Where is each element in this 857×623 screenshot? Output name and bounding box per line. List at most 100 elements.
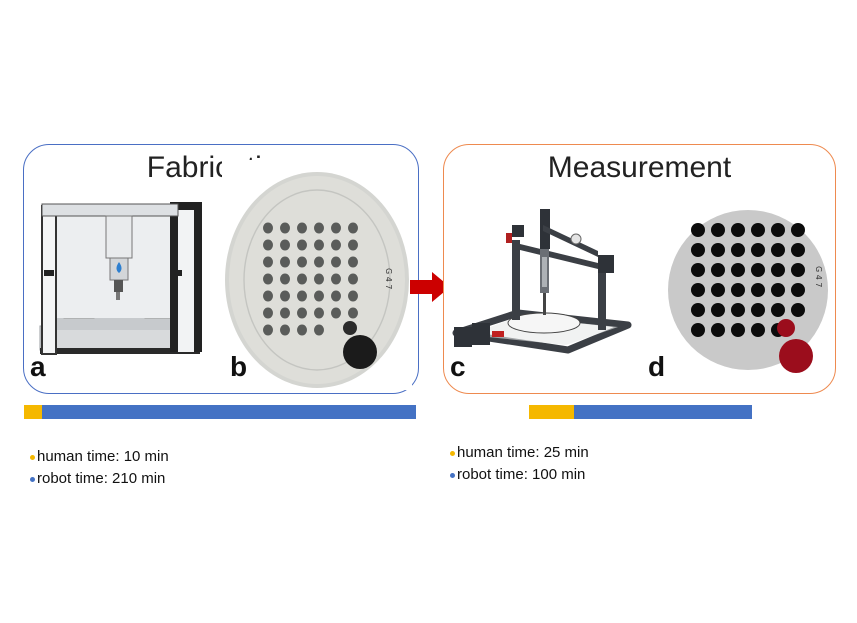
panel-label-a: a xyxy=(30,351,46,382)
wafer-d-device xyxy=(751,303,765,317)
wafer-d-device xyxy=(691,303,705,317)
measurement-human-time-label: human time: 25 min xyxy=(457,444,589,461)
wafer-d-device xyxy=(731,243,745,257)
wafer-d-device xyxy=(771,283,785,297)
wafer-b-device xyxy=(263,222,273,234)
fabrication-human-time-bar xyxy=(24,405,42,419)
wafer-b-device xyxy=(280,307,290,319)
fabrication-robot-time-label: robot time: 210 min xyxy=(37,470,166,487)
fabrication-time-legend: human time: 10 min robot time: 210 min xyxy=(30,446,169,490)
wafer-b-device xyxy=(297,324,307,336)
wafer-d-device xyxy=(751,323,765,337)
wafer-b-device xyxy=(297,290,307,302)
wafer-b-device xyxy=(263,273,273,285)
wafer-b-device xyxy=(314,307,324,319)
wafer-d-device xyxy=(751,223,765,237)
measurement-time-legend: human time: 25 min robot time: 100 min xyxy=(450,442,589,486)
wafer-d-device xyxy=(771,303,785,317)
wafer-b-device xyxy=(314,256,324,268)
legend-row-robot: robot time: 210 min xyxy=(30,468,169,490)
measurement-robot-time-label: robot time: 100 min xyxy=(457,466,586,483)
wafer-d-device xyxy=(791,263,805,277)
human-time-dot xyxy=(30,454,35,460)
wafer-d-device xyxy=(731,303,745,317)
wafer-d-label: G 4 7 xyxy=(814,266,823,287)
robot-time-dot xyxy=(450,472,455,478)
wafer-b-device xyxy=(331,222,341,234)
wafer-b-device xyxy=(263,290,273,302)
wafer-b-device xyxy=(280,256,290,268)
wafer-d-device xyxy=(711,323,725,337)
wafer-b-device xyxy=(331,307,341,319)
wafer-d-device xyxy=(791,283,805,297)
measurement-robot-time-bar xyxy=(573,405,752,419)
wafer-d-device xyxy=(751,283,765,297)
wafer-b-label: G 4 7 xyxy=(384,268,393,289)
wafer-d-device xyxy=(791,243,805,257)
wafer-b-device xyxy=(314,290,324,302)
wafer-b-device xyxy=(331,273,341,285)
wafer-b-device xyxy=(263,239,273,251)
fabrication-human-time-label: human time: 10 min xyxy=(37,448,169,465)
legend-row-human: human time: 25 min xyxy=(450,442,589,464)
measurement-title: Measurement xyxy=(547,151,732,184)
wafer-b-device xyxy=(280,273,290,285)
liquid-handling-robot-image xyxy=(39,202,202,355)
wafer-b-device xyxy=(280,290,290,302)
wafer-d-device xyxy=(691,223,705,237)
right-arrow-icon xyxy=(410,272,450,302)
wafer-d-device xyxy=(771,263,785,277)
wafer-b-device xyxy=(263,324,273,336)
wafer-d-device xyxy=(711,283,725,297)
legend-row-human: human time: 10 min xyxy=(30,446,169,468)
wafer-b-device xyxy=(297,239,307,251)
measurement-map-image: G 4 7 xyxy=(668,210,828,373)
wafer-b-device xyxy=(314,239,324,251)
wafer-d-device xyxy=(711,223,725,237)
wafer-b-device xyxy=(348,290,358,302)
measurement-human-time-bar xyxy=(529,405,574,419)
legend-row-robot: robot time: 100 min xyxy=(450,464,589,486)
panel-label-c: c xyxy=(450,351,466,382)
wafer-d-device xyxy=(711,243,725,257)
wafer-b-device xyxy=(348,273,358,285)
wafer-b-device xyxy=(297,256,307,268)
wafer-b-device xyxy=(263,307,273,319)
wafer-b-device xyxy=(280,239,290,251)
wafer-b-device xyxy=(280,222,290,234)
fabricated-wafer-image: G 4 7 xyxy=(222,160,412,390)
wafer-b-device xyxy=(348,239,358,251)
wafer-d-device xyxy=(711,263,725,277)
wafer-b-device xyxy=(297,222,307,234)
wafer-b-device xyxy=(348,307,358,319)
wafer-d-device xyxy=(731,283,745,297)
panel-label-d: d xyxy=(648,351,666,382)
wafer-b-device xyxy=(314,222,324,234)
wafer-d-device xyxy=(751,263,765,277)
wafer-b-device xyxy=(314,273,324,285)
measurement-robot-image xyxy=(452,209,632,354)
fabrication-robot-time-bar xyxy=(41,405,416,419)
wafer-d-device xyxy=(751,243,765,257)
wafer-d-device xyxy=(691,263,705,277)
wafer-b-device xyxy=(263,256,273,268)
wafer-b-device xyxy=(297,307,307,319)
wafer-d-device xyxy=(771,243,785,257)
wafer-d-device xyxy=(791,303,805,317)
wafer-b-device xyxy=(331,256,341,268)
wafer-d-device xyxy=(731,323,745,337)
wafer-d-device xyxy=(691,283,705,297)
wafer-b-device xyxy=(331,239,341,251)
robot-time-dot xyxy=(30,476,35,482)
wafer-d-device xyxy=(771,223,785,237)
wafer-b-device xyxy=(314,324,324,336)
human-time-dot xyxy=(450,450,455,456)
wafer-d-device xyxy=(691,243,705,257)
wafer-b-device xyxy=(348,256,358,268)
wafer-d-device xyxy=(711,303,725,317)
wafer-b-device xyxy=(297,273,307,285)
wafer-d-device xyxy=(691,323,705,337)
wafer-b-device xyxy=(280,324,290,336)
wafer-d-device xyxy=(731,263,745,277)
wafer-d-device xyxy=(791,223,805,237)
